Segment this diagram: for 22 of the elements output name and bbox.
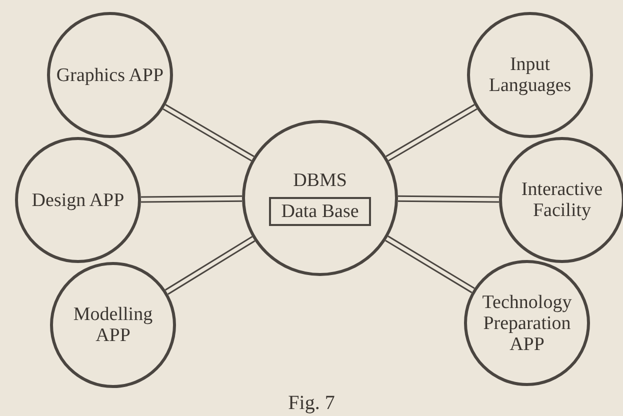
double-line-connector bbox=[140, 195, 243, 203]
circle-node bbox=[50, 262, 176, 388]
node-label: Input Languages bbox=[488, 54, 572, 96]
double-line-connector bbox=[385, 104, 478, 162]
circle-node bbox=[47, 12, 173, 138]
node-label: Design APP bbox=[32, 190, 124, 210]
figure-caption: Fig. 7 bbox=[287, 392, 336, 415]
double-line-connector bbox=[384, 235, 476, 294]
circle-node bbox=[464, 260, 590, 386]
double-line-connector bbox=[397, 195, 500, 203]
circle-node bbox=[499, 137, 623, 263]
node-label: Technology Preparation APP bbox=[481, 292, 573, 354]
circle-node bbox=[242, 120, 398, 276]
circle-node bbox=[467, 12, 593, 138]
circle-node bbox=[15, 137, 141, 263]
node-label: Interactive Facility bbox=[520, 179, 604, 221]
node-label: Modelling APP bbox=[72, 304, 154, 346]
node-label: DBMS bbox=[293, 170, 347, 191]
data-box bbox=[269, 197, 371, 226]
double-line-connector bbox=[162, 104, 255, 162]
node-label: Data Base bbox=[281, 201, 359, 222]
node-label: Graphics APP bbox=[56, 64, 164, 86]
